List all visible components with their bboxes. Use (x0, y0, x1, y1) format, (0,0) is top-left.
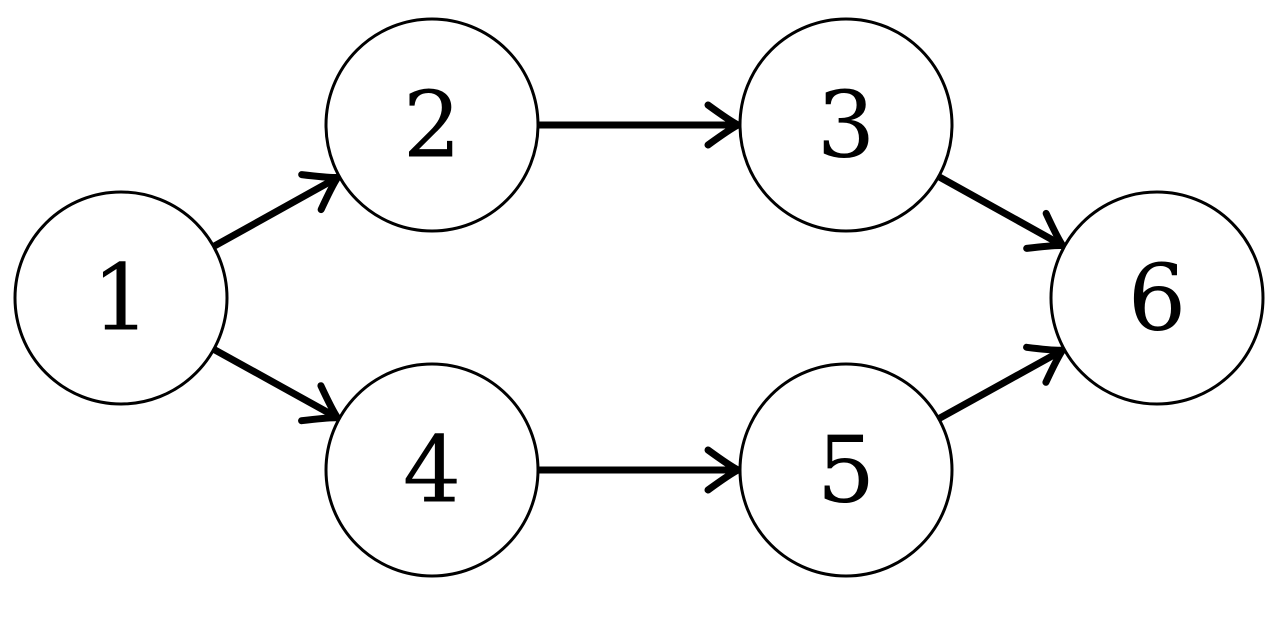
arrowhead-1-2 (298, 171, 342, 214)
nodes-layer: 1 2 3 4 5 6 (13, 17, 1265, 578)
edge-3-6-line (936, 173, 1062, 248)
edge-5-6 (937, 343, 1066, 422)
node-1: 1 (13, 190, 229, 406)
edge-1-2 (211, 171, 342, 250)
edge-1-2-line (211, 175, 337, 250)
node-1-circle (13, 190, 229, 406)
node-5-circle (738, 362, 954, 578)
node-2-circle (324, 17, 540, 233)
node-6-label: 6 (1128, 245, 1187, 352)
node-4-label: 4 (403, 417, 462, 524)
node-1-label: 1 (92, 245, 151, 352)
edges-layer (211, 101, 1067, 494)
node-2: 2 (324, 17, 540, 233)
arrowhead-4-5 (704, 446, 742, 494)
arrowhead-5-6 (1023, 343, 1066, 386)
edge-4-5 (538, 446, 742, 494)
arrowhead-2-3 (704, 101, 742, 149)
node-5: 5 (738, 362, 954, 578)
node-6: 6 (1049, 190, 1265, 406)
arrowhead-3-6 (1023, 209, 1067, 252)
arrowhead-1-4 (298, 382, 341, 425)
edge-1-4-line (212, 346, 337, 420)
node-5-label: 5 (817, 417, 876, 524)
node-3-label: 3 (817, 72, 876, 179)
node-2-label: 2 (403, 72, 462, 179)
node-4: 4 (324, 362, 540, 578)
node-4-circle (324, 362, 540, 578)
node-3-circle (738, 17, 954, 233)
node-6-circle (1049, 190, 1265, 406)
edge-3-6 (936, 173, 1067, 252)
edge-1-4 (212, 346, 341, 425)
edge-5-6-line (937, 348, 1062, 422)
node-3: 3 (738, 17, 954, 233)
edge-2-3 (538, 101, 742, 149)
